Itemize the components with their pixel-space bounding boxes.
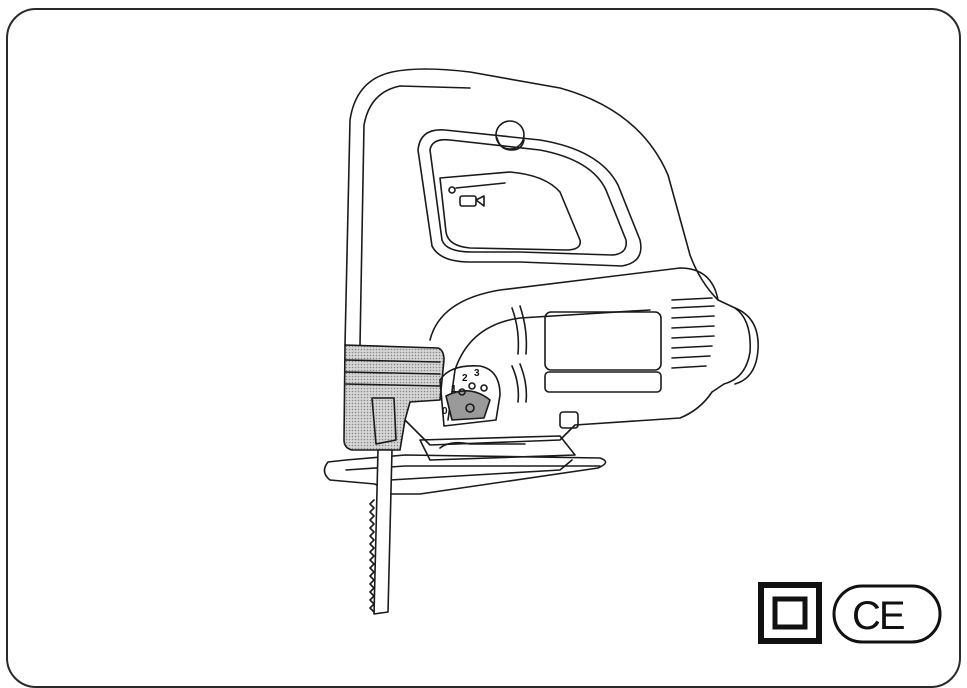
ce-mark-label: CE [852, 594, 904, 638]
speed-dial-label-3: 3 [474, 368, 480, 379]
double-insulation-icon [758, 582, 822, 644]
manual-cover-page: 0 1 2 3 CE [6, 8, 961, 688]
speed-dial-label-1: 1 [451, 384, 457, 395]
ce-mark-icon: CE [832, 584, 942, 644]
handle-opening [417, 129, 642, 267]
motor-body [429, 267, 719, 341]
label-recess [544, 311, 662, 371]
speed-dial-label-2: 2 [462, 373, 468, 384]
blade-clamp [371, 397, 397, 445]
saw-blade [369, 449, 393, 615]
rear-vents [671, 297, 715, 369]
speed-dial-housing [439, 364, 501, 427]
speed-dial-label-0: 0 [442, 406, 448, 417]
trigger [439, 171, 582, 251]
base-plate [323, 454, 607, 495]
lock-on-button [495, 120, 525, 150]
jigsaw-illustration: 0 1 2 3 [323, 68, 759, 615]
